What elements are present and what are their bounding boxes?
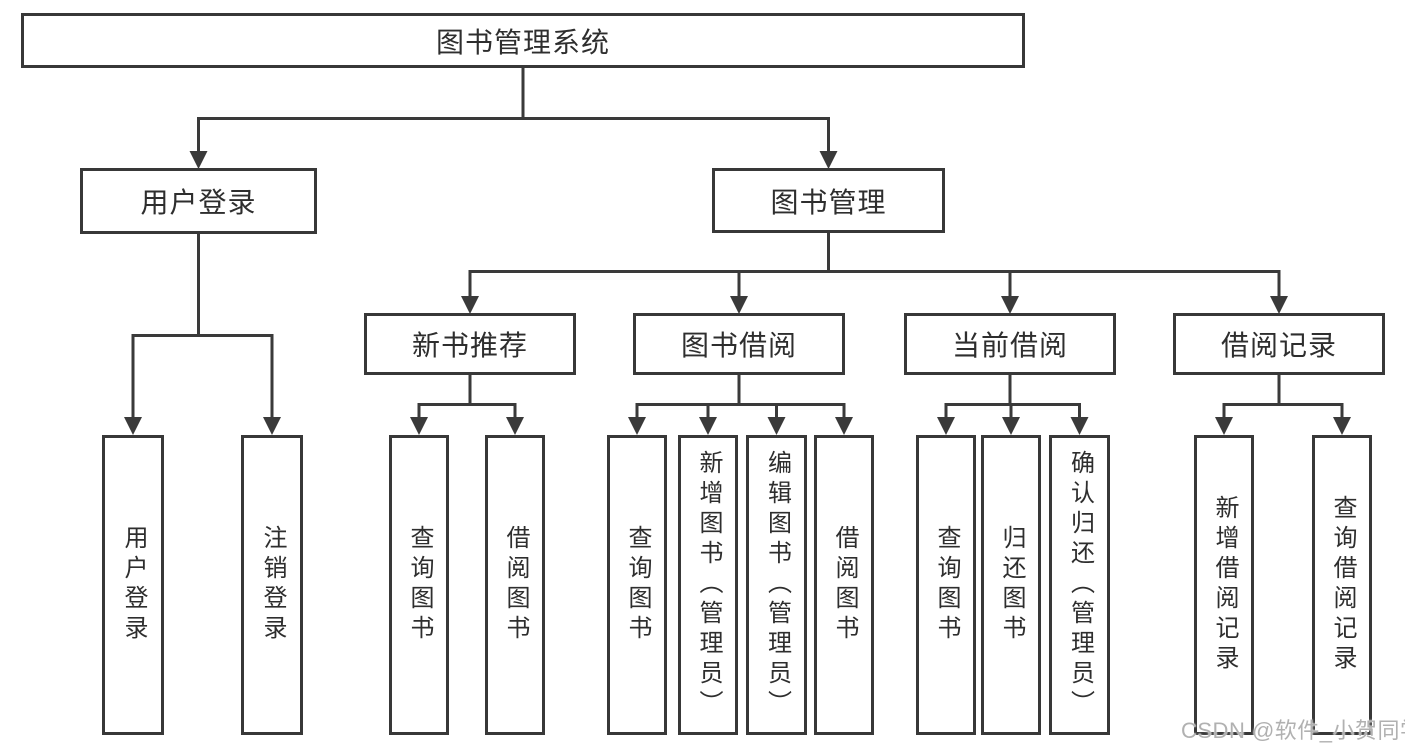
node-borrow-records: 借阅记录: [1173, 313, 1385, 375]
arrowhead: [1270, 296, 1288, 314]
node-label: 查询借阅记录: [1329, 495, 1356, 675]
connector-new-book-bus: [417, 403, 517, 418]
leaf-add-borrow-record: 新增借阅记录: [1194, 435, 1254, 735]
arrowhead: [1333, 417, 1351, 435]
node-label: 新增借阅记录: [1211, 495, 1238, 675]
arrowhead: [1002, 417, 1020, 435]
node-label: 查询图书: [933, 525, 960, 645]
leaf-add-book-admin: 新增图书（管理员）: [678, 435, 738, 735]
node-current-borrow: 当前借阅: [904, 313, 1116, 375]
leaf-borrow-book-1: 借阅图书: [485, 435, 545, 735]
arrowhead: [699, 417, 717, 435]
arrowheads: [124, 151, 1351, 435]
arrowhead: [1001, 296, 1019, 314]
leaf-return-book: 归还图书: [981, 435, 1041, 735]
arrowhead: [628, 417, 646, 435]
leaf-query-book-1: 查询图书: [389, 435, 449, 735]
node-label: 用户登录: [120, 525, 147, 645]
arrowhead: [1070, 417, 1089, 435]
csdn-watermark: CSDN @软件_小贺同学: [1181, 718, 1405, 743]
node-label: 查询图书: [406, 525, 433, 645]
connector-current-borrow-bus: [944, 403, 1081, 418]
arrowhead: [937, 417, 955, 435]
node-label: 图书借阅: [680, 330, 797, 361]
node-new-book-recommend: 新书推荐: [364, 313, 576, 375]
leaf-query-book-3: 查询图书: [916, 435, 976, 735]
node-user-login: 用户登录: [80, 168, 317, 234]
arrowhead: [189, 151, 208, 169]
leaf-query-borrow-record: 查询借阅记录: [1312, 435, 1372, 735]
node-root-system: 图书管理系统: [21, 13, 1025, 68]
node-label: 借阅图书: [502, 525, 529, 645]
node-label: 注销登录: [259, 525, 286, 645]
leaf-edit-book-admin: 编辑图书（管理员）: [746, 435, 807, 735]
node-label: 新书推荐: [411, 330, 528, 361]
node-label: 新增图书（管理员）: [695, 450, 722, 720]
connector-user-login-bus: [131, 334, 274, 418]
arrowhead: [819, 151, 838, 169]
arrowhead: [461, 296, 479, 314]
node-label: 用户登录: [140, 187, 257, 218]
node-label: 借阅图书: [831, 525, 858, 645]
arrowhead: [263, 417, 281, 435]
arrowhead: [124, 417, 142, 435]
leaf-confirm-return-admin: 确认归还（管理员）: [1049, 435, 1110, 735]
node-book-management: 图书管理: [712, 168, 945, 233]
arrowhead: [1215, 417, 1233, 435]
node-label: 当前借阅: [951, 330, 1068, 361]
node-label: 借阅记录: [1220, 330, 1337, 361]
leaf-query-book-2: 查询图书: [607, 435, 667, 735]
node-label: 图书管理系统: [435, 26, 610, 58]
connector-root-bus: [197, 117, 830, 152]
node-label: 查询图书: [624, 525, 651, 645]
connector-borrow-records-bus: [1222, 403, 1344, 418]
connector-book-mgmt-bus: [468, 270, 1281, 297]
connector-book-borrow-bus: [635, 403, 846, 418]
leaf-borrow-book-2: 借阅图书: [814, 435, 874, 735]
arrowhead: [506, 417, 524, 435]
node-book-borrow: 图书借阅: [633, 313, 845, 375]
node-label: 确认归还（管理员）: [1066, 450, 1094, 720]
leaf-logout: 注销登录: [241, 435, 303, 735]
node-label: 归还图书: [998, 525, 1025, 645]
node-label: 编辑图书（管理员）: [763, 450, 791, 720]
arrowhead: [767, 417, 786, 435]
arrowhead: [835, 417, 853, 435]
node-label: 图书管理: [770, 186, 887, 218]
leaf-user-login: 用户登录: [102, 435, 164, 735]
arrowhead: [410, 417, 428, 435]
arrowhead: [730, 296, 748, 314]
